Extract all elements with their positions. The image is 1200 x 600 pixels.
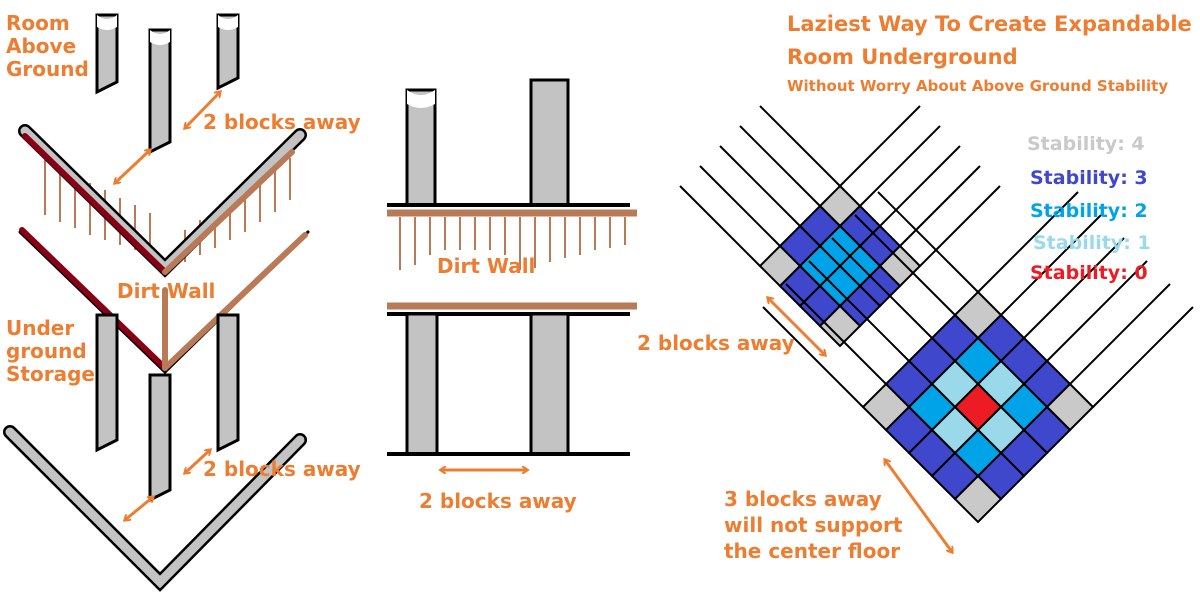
lower-grid-grid-line [1069,283,1171,385]
three-blocks-note: 3 blocks away will not support the cente… [724,487,903,563]
middle-v-wall [18,227,310,375]
upper-grid-grid-line [919,185,1001,267]
middle-lower-pillars [405,312,570,456]
upper-pillars [95,13,240,155]
subtitle: Without Worry About Above Ground Stabili… [787,77,1169,95]
lower-grid-grid-line [1046,260,1148,362]
arrow-left-upper-diag [115,150,150,183]
upper-grid-grid-line [839,105,921,187]
stability-legend-item: Stability: 2 [1030,200,1148,222]
arrow-right-lower [885,460,952,552]
two-blocks-left-top-label: 2 blocks away [203,110,361,134]
upper-grid-grid-line [879,145,961,227]
lower-grid-grid-line [1000,214,1102,316]
upper-grid-grid-line [679,185,761,267]
room-above-ground-label: Room Above Ground [6,11,89,81]
arrow-right-upper [768,298,825,355]
lower-grid-cell [953,474,1003,524]
upper-grid-grid-line [739,125,821,207]
title-line-2: Room Underground [787,45,1018,69]
dirt-wall-left-label: Dirt Wall [117,279,216,303]
arrow-left-lower [185,450,210,473]
lower-pillars [95,313,240,503]
upper-grid-grid-line [699,165,781,247]
upper-v-wall [18,124,307,278]
arrow-left-lower-diag [125,497,153,520]
arrow-left-upper [185,92,220,128]
stability-legend-item: Stability: 4 [1027,133,1145,155]
lower-grid-grid-line [831,237,933,339]
upper-grid-grid-line [719,145,801,227]
middle-upper-pillars [405,78,570,207]
title: Laziest Way To Create Expandable [787,12,1192,36]
underground-storage-label: Under ground Storage [6,316,95,386]
dirt-wall-middle-fringe [399,217,626,270]
lower-grid-grid-line [808,260,910,362]
stability-legend-item: Stability: 0 [1030,262,1148,284]
dirt-wall-middle-label: Dirt Wall [437,254,536,278]
lower-grid-grid-line [977,191,1079,293]
stability-legend-item: Stability: 1 [1033,232,1151,254]
bottom-v-wall [3,425,307,592]
lower-grid-grid-line [1023,237,1125,339]
two-blocks-middle-label: 2 blocks away [419,489,577,513]
two-blocks-left-bottom-label: 2 blocks away [203,457,361,481]
stability-grids [679,105,1194,524]
upper-grid-grid-line [899,165,981,247]
lower-grid-grid-line [877,191,979,293]
upper-grid-grid-line [759,105,841,187]
two-blocks-right-label: 2 blocks away [637,331,795,355]
stability-legend-item: Stability: 3 [1030,167,1148,189]
lower-grid-grid-line [854,214,956,316]
lower-grid-grid-line [1092,306,1194,408]
upper-grid-grid-line [859,125,941,207]
